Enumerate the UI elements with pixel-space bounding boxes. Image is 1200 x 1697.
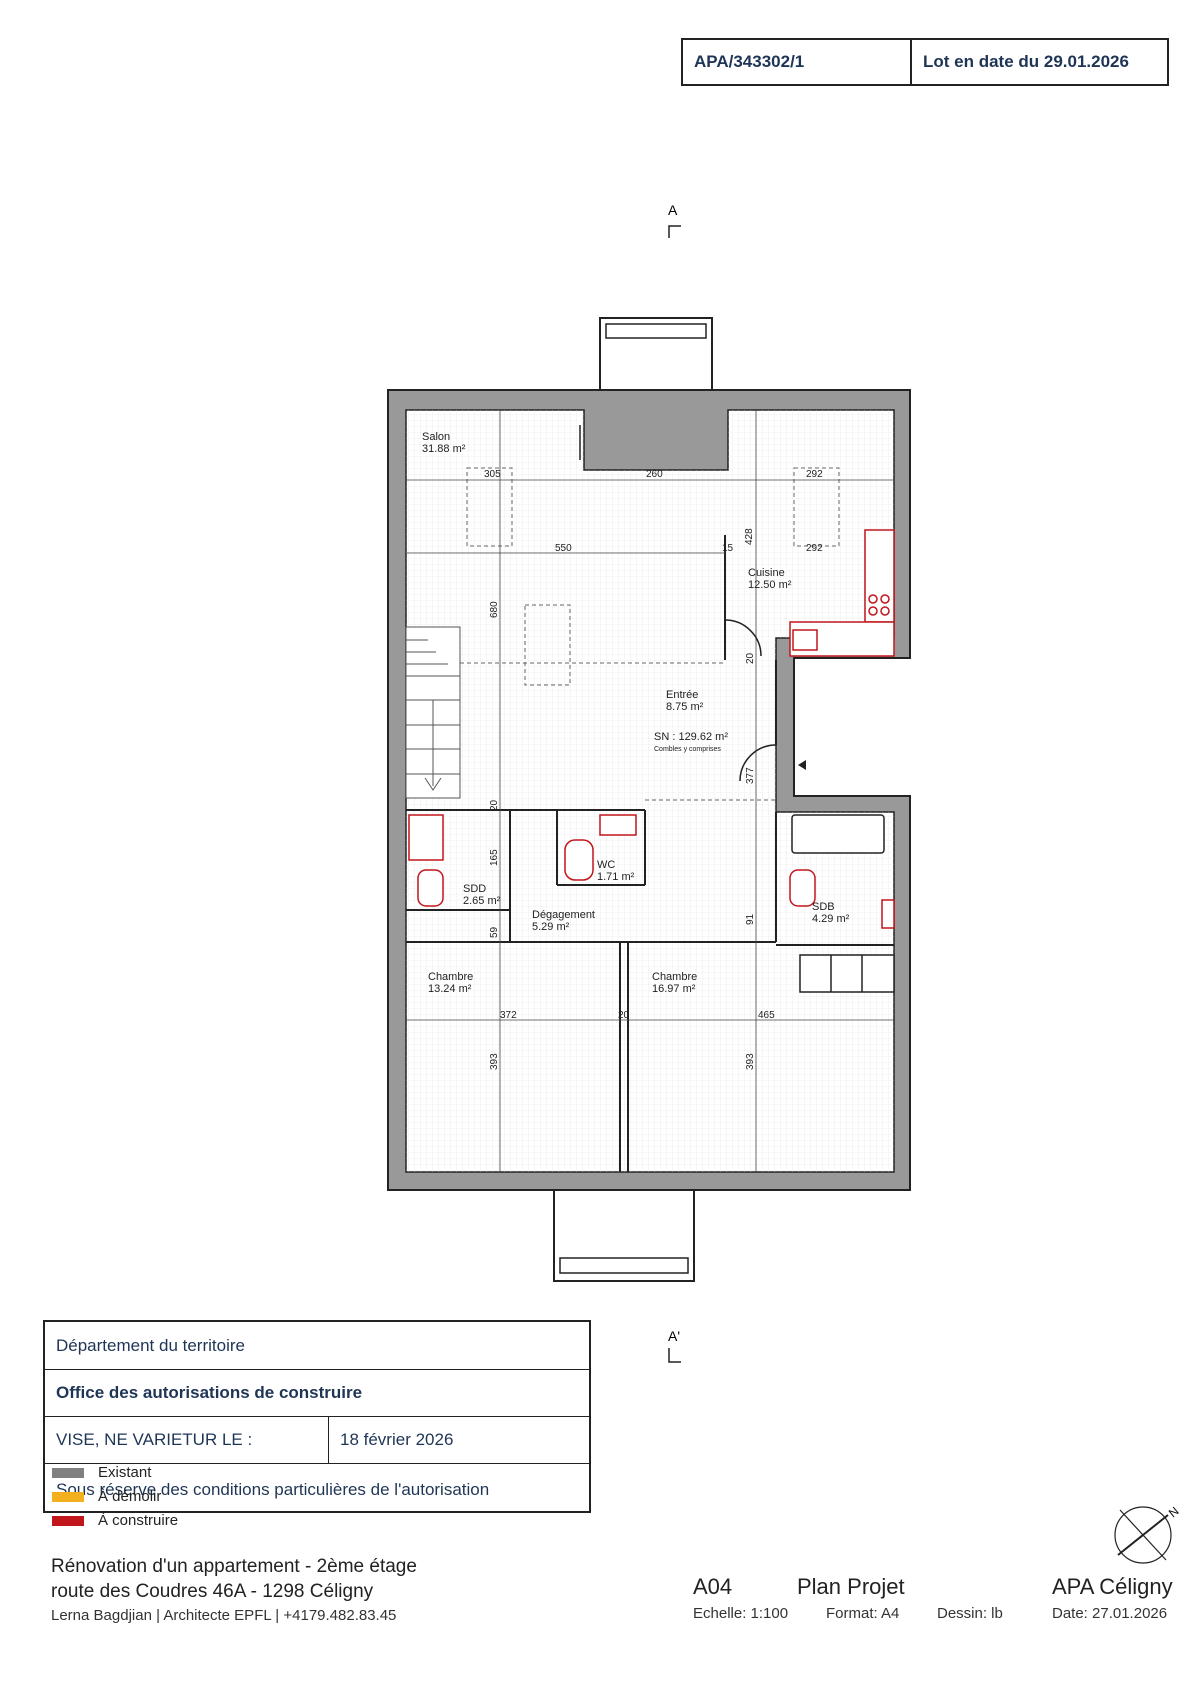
drawing-title: Plan Projet (797, 1574, 905, 1599)
room-sdb-name: SDB (812, 901, 835, 913)
legend-item-existant: Existant (52, 1464, 151, 1481)
dim-91: 91 (745, 913, 756, 925)
legend-swatch (52, 1515, 84, 1526)
dim-372: 372 (500, 1010, 517, 1021)
section-label-a: A (668, 202, 678, 218)
bathroom-fittings (408, 814, 895, 929)
office-label: Office des autorisations de construire (56, 1383, 363, 1402)
dim-20-sdd: 20 (489, 799, 500, 811)
stamp-box: APA/343302/1 Lot en date du 29.01.2026 (681, 38, 1169, 86)
legend-label: À démolir (98, 1488, 162, 1505)
paper-format: Format: A4 (826, 1605, 900, 1622)
room-wc-area: 1.71 m² (597, 871, 635, 883)
legend-item-a-construire: À construire (52, 1512, 178, 1529)
room-chambre2-name: Chambre (652, 971, 697, 983)
project-address: route des Coudres 46A - 1298 Céligny (51, 1581, 374, 1602)
north-arrow-icon: N (1114, 1504, 1182, 1564)
legend-item-a-demolir: À démolir (52, 1488, 161, 1505)
dim-165: 165 (489, 849, 500, 866)
partitions (406, 535, 894, 1172)
legend-label: À construire (98, 1512, 179, 1529)
room-chambre2-area: 16.97 m² (652, 983, 696, 995)
surface-nette-label: SN : 129.62 m² (654, 731, 728, 743)
dim-59: 59 (489, 926, 500, 938)
legend-swatch (52, 1491, 84, 1502)
drawing-date: Date: 27.01.2026 (1052, 1605, 1168, 1622)
dim-393-right: 393 (745, 1053, 756, 1070)
dim-292-top: 292 (806, 469, 823, 480)
section-mark-top: A (668, 202, 681, 238)
stamp-lot-date: Lot en date du 29.01.2026 (923, 52, 1129, 71)
dim-260: 260 (646, 469, 663, 480)
room-chambre1-area: 13.24 m² (428, 983, 472, 995)
drawn-by: Dessin: lb (937, 1605, 1003, 1622)
room-sdd-area: 2.65 m² (463, 895, 501, 907)
dim-15: 15 (722, 543, 734, 554)
dim-393-left: 393 (489, 1053, 500, 1070)
reserve-note: Sous réserve des conditions particulière… (56, 1480, 490, 1499)
room-wc-name: WC (597, 859, 615, 871)
room-sdd-name: SDD (463, 883, 486, 895)
drawing-number: A04 (693, 1574, 733, 1599)
north-label: N (1166, 1504, 1182, 1520)
room-chambre1-name: Chambre (428, 971, 473, 983)
dim-305: 305 (484, 469, 501, 480)
dim-20-bottom: 20 (618, 1010, 630, 1021)
vise-date: 18 février 2026 (340, 1430, 454, 1449)
project-title: Rénovation d'un appartement - 2ème étage (51, 1556, 417, 1577)
vise-label: VISE, NE VARIETUR LE : (56, 1430, 253, 1449)
stamp-reference: APA/343302/1 (683, 40, 912, 84)
dim-550: 550 (555, 543, 572, 554)
room-degagement-area: 5.29 m² (532, 921, 570, 933)
room-salon-name: Salon (422, 431, 450, 443)
scale: Echelle: 1:100 (693, 1605, 789, 1622)
room-cuisine-name: Cuisine (748, 567, 785, 579)
section-mark-bottom: A' (668, 1328, 681, 1363)
room-sdb-area: 4.29 m² (812, 913, 850, 925)
entrance-arrow-icon (798, 760, 806, 770)
room-salon-area: 31.88 m² (422, 443, 466, 455)
legend-label: Existant (98, 1464, 152, 1481)
dim-680: 680 (489, 601, 500, 618)
department-label: Département du territoire (56, 1336, 245, 1355)
room-degagement-name: Dégagement (532, 909, 595, 921)
stairs (405, 626, 461, 799)
dim-428: 428 (744, 528, 755, 545)
room-cuisine-area: 12.50 m² (748, 579, 792, 591)
authorization-stamp: Département du territoire Office des aut… (43, 1320, 591, 1513)
dim-292-mid: 292 (806, 543, 823, 554)
architect-info: Lerna Bagdjian | Architecte EPFL | +4179… (51, 1607, 397, 1624)
kitchen-fittings (789, 529, 895, 657)
room-entree-area: 8.75 m² (666, 701, 704, 713)
dim-20-entree: 20 (745, 652, 756, 664)
section-label-a-prime: A' (668, 1328, 680, 1344)
legend-swatch (52, 1467, 84, 1478)
dim-377: 377 (745, 767, 756, 784)
dim-465: 465 (758, 1010, 775, 1021)
room-entree-name: Entrée (666, 689, 698, 701)
project-name: APA Céligny (1052, 1574, 1173, 1599)
surface-nette-note: Combles y comprises (654, 746, 721, 753)
